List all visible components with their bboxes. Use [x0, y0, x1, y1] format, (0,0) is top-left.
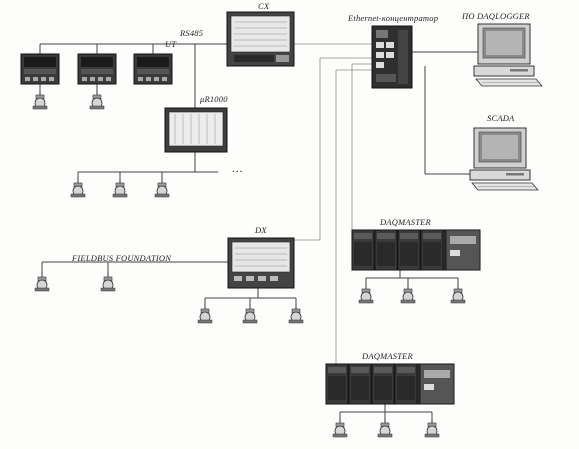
daqmaster-2	[325, 363, 455, 405]
cx-recorder	[226, 11, 295, 67]
ut-controllers	[20, 53, 173, 85]
fieldbus-sensors	[34, 271, 116, 292]
scada-pc	[469, 127, 539, 191]
daqmaster-1	[351, 229, 481, 271]
ethernet-hub	[371, 25, 413, 89]
ellipsis-label: ...	[232, 163, 244, 175]
ur1000-recorder	[164, 107, 228, 153]
daqmaster-1-sensors	[358, 283, 466, 304]
daqmaster-2-sensors	[332, 417, 440, 438]
dx-label: DX	[255, 225, 267, 235]
daqlogger-label: ПО DAQLOGGER	[462, 11, 530, 21]
fieldbus-label: FIELDBUS FOUNDATION	[72, 253, 172, 263]
ur1000-sensors	[70, 177, 170, 198]
ut-label: UT	[165, 39, 177, 49]
rs485-label: RS485	[180, 28, 204, 38]
dx-sensors	[197, 303, 304, 324]
ethernet-lines	[294, 43, 384, 364]
daqmaster-2-label: DAQMASTER	[362, 351, 413, 361]
cx-label: CX	[258, 1, 270, 11]
ur1000-label: μR1000	[200, 94, 228, 104]
scada-label: SCADA	[487, 113, 515, 123]
daqlogger-pc	[473, 23, 543, 87]
hub-label: Ethernet-концентратор	[348, 13, 439, 23]
ut-sensors	[32, 89, 105, 110]
daqmaster-1-label: DAQMASTER	[380, 217, 431, 227]
dx-recorder	[227, 237, 295, 289]
